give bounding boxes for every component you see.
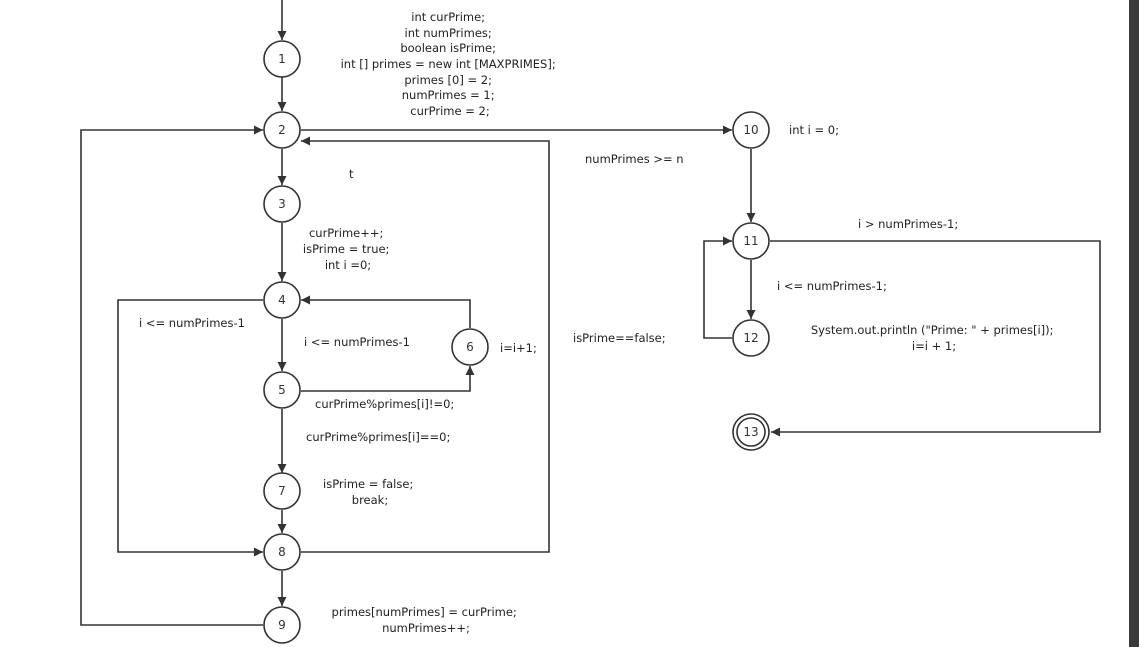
edge-12-11 [703, 236, 732, 339]
node6-code: i=i+1; [500, 341, 537, 355]
node-9: 9 [263, 606, 301, 644]
node7-code: isPrime = false; break; [323, 477, 417, 507]
node12-code: System.out.println ("Prime: " + primes[i… [811, 323, 1057, 353]
nodes: 1 2 3 4 5 6 7 8 [263, 40, 770, 644]
node1-code: int curPrime; int numPrimes; boolean isP… [341, 10, 560, 118]
node-2: 2 [263, 111, 301, 149]
svg-text:8: 8 [278, 545, 286, 559]
svg-text:7: 7 [278, 484, 286, 498]
edge-11-13 [770, 240, 1101, 437]
edge-8-2-label: isPrime==false; [573, 331, 666, 345]
edge-5-7-label: curPrime%primes[i]==0; [306, 430, 450, 444]
svg-text:3: 3 [278, 197, 286, 211]
node-12: 12 [732, 319, 770, 357]
node-8: 8 [263, 533, 301, 571]
node-11: 11 [732, 222, 770, 260]
svg-text:9: 9 [278, 618, 286, 632]
node3-code: curPrime++; isPrime = true; int i =0; [303, 226, 393, 272]
node-4: 4 [263, 281, 301, 319]
edge-5-6-label: curPrime%primes[i]!=0; [315, 397, 454, 411]
svg-text:12: 12 [743, 331, 758, 345]
edge-2-3-label: t [349, 167, 354, 181]
svg-text:11: 11 [743, 234, 758, 248]
edge-4-8 [117, 299, 263, 557]
edge-11-12-label: i <= numPrimes-1; [777, 279, 887, 293]
edge-5-6 [301, 366, 475, 392]
svg-text:2: 2 [278, 123, 286, 137]
vertical-scrollbar[interactable] [1129, 0, 1139, 647]
annotations: int curPrime; int numPrimes; boolean isP… [139, 10, 1057, 635]
edge-6-4 [301, 295, 471, 328]
edge-11-13-label: i > numPrimes-1; [858, 217, 958, 231]
svg-text:1: 1 [278, 52, 286, 66]
edge-4-8-label: i <= numPrimes-1 [139, 316, 245, 330]
svg-text:6: 6 [466, 340, 474, 354]
edge-2-10-label: numPrimes >= n [585, 152, 684, 166]
edge-9-2 [80, 125, 263, 626]
node-10: 10 [732, 111, 770, 149]
node-5: 5 [263, 371, 301, 409]
node-13-final: 13 [732, 413, 770, 451]
svg-text:5: 5 [278, 383, 286, 397]
node-7: 7 [263, 472, 301, 510]
node-6: 6 [451, 328, 489, 366]
edge-4-5-label: i <= numPrimes-1 [304, 335, 410, 349]
node9-code: primes[numPrimes] = curPrime; numPrimes+… [332, 605, 521, 635]
svg-text:4: 4 [278, 293, 286, 307]
edge-8-2 [301, 136, 550, 553]
svg-text:10: 10 [743, 123, 758, 137]
edges [80, 0, 1101, 626]
node-3: 3 [263, 185, 301, 223]
node-1: 1 [263, 40, 301, 78]
svg-text:13: 13 [743, 425, 758, 439]
node10-code: int i = 0; [789, 123, 839, 137]
